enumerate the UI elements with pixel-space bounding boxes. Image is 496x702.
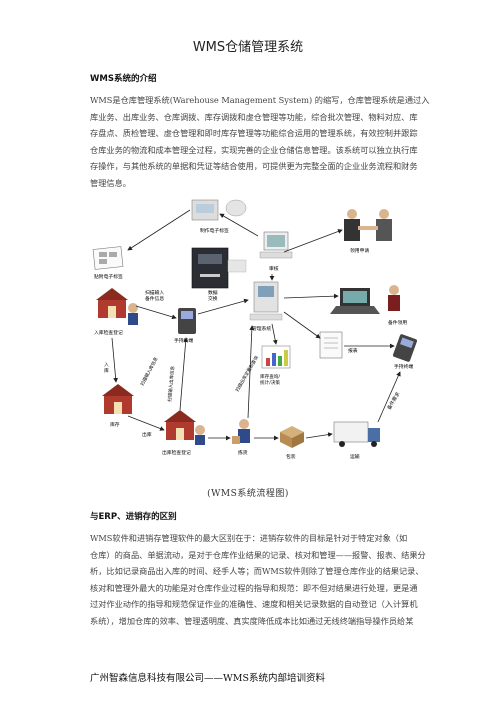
text-line: WMS是仓库管理系统(Warehouse Management System) … xyxy=(90,95,430,105)
text-line: 管理信息。 xyxy=(90,177,131,188)
handshake-people-icon xyxy=(344,209,392,241)
storage-warehouse-icon xyxy=(102,384,134,414)
e-label-sheet-icon xyxy=(92,246,124,270)
text-line: 系统），增加仓库的效率、管理透明度、真实度降低成本比如通过无线终端指导操作员给某 xyxy=(90,615,414,626)
text-line: 析，比如记录商品出入库的时间、经手人等；而WMS软件则除了管理仓库作业的结果记录… xyxy=(90,566,424,577)
text-line: 库业务、出库业务、仓库调拨、库存调拨和虚仓管理等功能，综合批次管理、物料对应、库 xyxy=(90,111,418,122)
inventory-stats-icon xyxy=(261,345,291,369)
package-icon xyxy=(280,426,304,448)
handheld-terminal-icon xyxy=(178,308,196,334)
laptop-user-icon xyxy=(330,285,400,314)
outbound-register-text: 出库检查登记 xyxy=(162,449,191,456)
e-label-text: 贴附电子标签 xyxy=(94,273,123,280)
page-title: WMS仓储管理系统 xyxy=(192,40,304,55)
report-icon xyxy=(319,331,343,359)
section-heading-diff: 与ERP、进销存的区别 xyxy=(90,512,177,522)
outbound-arrow-text: 出库 xyxy=(142,431,152,438)
label-printer-icon xyxy=(191,199,247,221)
review-computer-icon xyxy=(259,231,293,259)
handheld-2-text: 手持终端 xyxy=(394,363,413,370)
barcode-printer-icon xyxy=(191,247,247,289)
outbound-warehouse-icon xyxy=(164,410,205,445)
inbound-warehouse-icon xyxy=(96,288,138,325)
page-footer: 广州智森信息科技有限公司——WMS系统内部培训资料 xyxy=(90,673,326,684)
text-line: 仓库）的商品、单据流动，是对于仓库作业结果的记录、核对和管理——报警、报表、结果… xyxy=(90,549,426,560)
inbound-register-text: 入库检查登记 xyxy=(94,329,123,336)
wms-flow-diagram: 制作电子标签 贴附电子标签 审核 领用申请 入库检查登记 扫 xyxy=(92,199,417,460)
truck-icon xyxy=(333,421,380,447)
handheld-text: 手持终端 xyxy=(174,337,193,344)
diff-paragraph: WMS软件和进销存管理软件的最大区别在于：进销存软件的目标是针对于特定对象（如 … xyxy=(90,530,427,630)
text-line: 核对和管理外最大的功能是对仓库作业过程的指导和规范：即不但对结果进行处理，更是通 xyxy=(90,582,418,593)
pack-text: 包装 xyxy=(286,453,296,460)
review-text: 审核 xyxy=(269,265,279,272)
parts-collect-text: 备件领用 xyxy=(388,319,407,326)
scan-in-text: 扫描输入备件信息 xyxy=(145,289,164,302)
pick-text: 拣货 xyxy=(238,449,248,456)
mgmt-system-text: 管理系统 xyxy=(252,325,271,332)
text-line: 仓库业务的物流和成本管理全过程，实现完善的企业仓储信息管理。该系统可以独立执行库 xyxy=(90,144,418,155)
apply-text: 领用申请 xyxy=(350,247,369,254)
text-line: 存操作，与其他系统的单据和凭证等结合使用，可提供更为完整全面的企业业务流程和财务 xyxy=(90,161,418,172)
management-system-icon xyxy=(249,281,283,321)
intro-paragraph: WMS是仓库管理系统(Warehouse Management System) … xyxy=(90,92,430,192)
scan-inbound-text: 扫描输入库信息 xyxy=(139,355,160,387)
text-line: 存盘点、质检管理、虚仓管理和即时库存管理等功能综合运用的管理系统，有效控制并跟踪 xyxy=(90,128,418,139)
storage-text: 库存 xyxy=(110,421,120,428)
text-line: 过对作业动作的指导和规范保证作业的准确性、速度和相关记录数据的自动登记（入计算机 xyxy=(90,599,418,610)
data-exchange-text: 数据交换 xyxy=(208,289,218,302)
storage-in-text: 入库 xyxy=(104,362,109,374)
inventory-stats-text: 库存查询/统计/决策 xyxy=(260,373,280,386)
ship-text: 运输 xyxy=(350,453,360,460)
print-label-text: 制作电子标签 xyxy=(200,227,229,234)
text-line: WMS软件和进销存管理软件的最大区别在于：进销存软件的目标是针对于特定对象（如 xyxy=(90,533,408,543)
pick-worker-icon xyxy=(232,419,250,444)
scan-outbound-text: 扫描输入出库信息 xyxy=(166,365,176,402)
scan-query-text: 扫描出库定量和查询 xyxy=(234,354,261,393)
handheld-terminal-2-icon xyxy=(393,334,417,362)
flow-arrows xyxy=(111,209,401,441)
parts-need-text: 备件需求 xyxy=(386,391,402,411)
section-heading-intro: WMS系统的介绍 xyxy=(90,74,157,84)
report-text: 报表 xyxy=(348,347,358,354)
figure-caption: (WMS系统流程图) xyxy=(207,489,289,499)
